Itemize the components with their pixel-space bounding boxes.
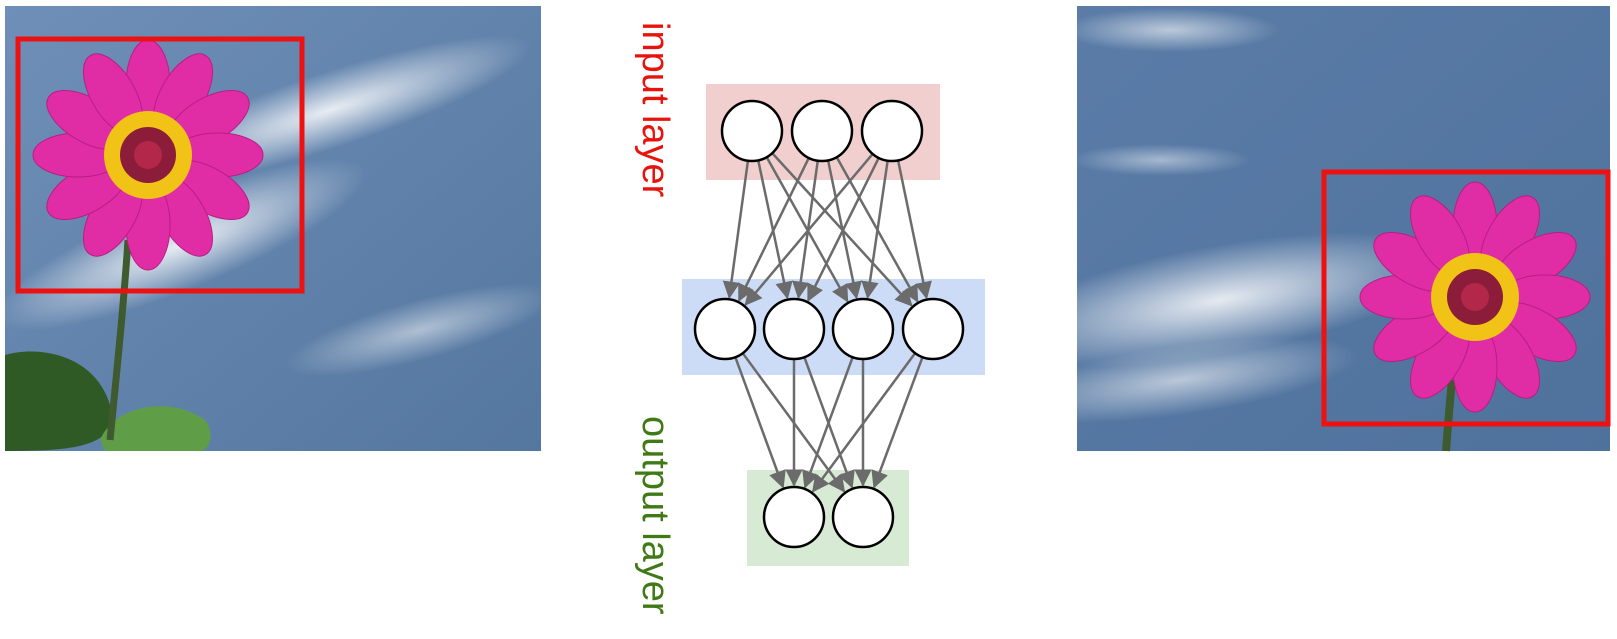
edge-arrow [861, 160, 889, 300]
left-bounding-box [15, 36, 305, 294]
right-photo [993, 6, 1611, 452]
edge-arrow [722, 160, 750, 300]
input-node [790, 99, 854, 163]
input-layer-label: input layer [634, 22, 676, 198]
hidden-node [693, 297, 757, 361]
hidden-node [901, 297, 965, 361]
network-edges [722, 152, 932, 493]
right-flower-icon [1359, 181, 1591, 413]
output-layer-label: output layer [634, 416, 676, 615]
input-node [720, 99, 784, 163]
edge-arrow [802, 356, 854, 489]
left-flower-icon [32, 39, 264, 271]
edge-arrow [734, 356, 786, 489]
output-node [762, 485, 826, 549]
edge-arrow [811, 352, 917, 493]
edge-arrow [871, 356, 924, 489]
input-node [860, 99, 924, 163]
hidden-node [762, 297, 826, 361]
edge-arrow [744, 153, 874, 306]
edge-arrow [807, 157, 880, 302]
edge-arrow [737, 157, 810, 302]
hidden-node [831, 297, 895, 361]
edge-arrow [896, 160, 932, 300]
network-nodes [693, 99, 965, 549]
left-photo [0, 6, 556, 451]
output-node [831, 485, 895, 549]
right-bounding-box [1321, 169, 1611, 427]
